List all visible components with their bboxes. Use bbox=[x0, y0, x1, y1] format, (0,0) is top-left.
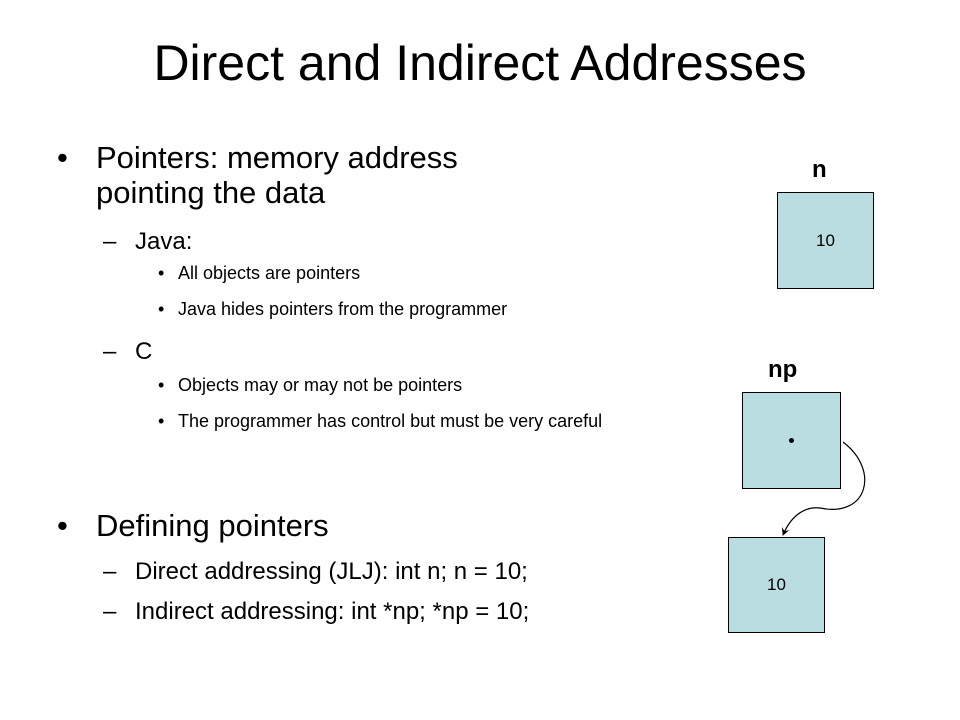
dash-marker: – bbox=[103, 558, 117, 585]
bullet-java-hides: Java hides pointers from the programmer bbox=[178, 299, 508, 319]
target-box: 10 bbox=[728, 537, 825, 633]
bullet-defining: Defining pointers bbox=[96, 508, 329, 543]
bullet-marker: • bbox=[158, 263, 165, 283]
bullet-indirect: Indirect addressing: int *np; *np = 10; bbox=[135, 598, 530, 625]
bullet-c: C bbox=[135, 338, 153, 365]
bullet-direct: Direct addressing (JLJ): int n; n = 10; bbox=[135, 558, 528, 585]
dash-marker: – bbox=[103, 338, 117, 365]
variable-n-box: 10 bbox=[777, 192, 874, 289]
bullet-marker: • bbox=[158, 411, 165, 431]
variable-n-label: n bbox=[812, 156, 827, 183]
slide-title: Direct and Indirect Addresses bbox=[153, 35, 807, 91]
bullet-marker: • bbox=[57, 508, 68, 543]
variable-np-box bbox=[742, 392, 841, 489]
bullet-marker: • bbox=[158, 299, 165, 319]
bullet-marker: • bbox=[158, 375, 165, 395]
bullet-java: Java: bbox=[135, 228, 193, 255]
bullet-marker: • bbox=[57, 140, 68, 175]
dash-marker: – bbox=[103, 598, 117, 625]
variable-np-label: np bbox=[768, 356, 798, 383]
bullet-java-objects: All objects are pointers bbox=[178, 263, 361, 283]
bullet-pointers: Pointers: memory address pointing the da… bbox=[96, 140, 458, 210]
bullet-c-control: The programmer has control but must be v… bbox=[178, 411, 603, 431]
bullet-c-objects: Objects may or may not be pointers bbox=[178, 375, 463, 395]
pointer-dot-icon bbox=[789, 438, 794, 443]
target-value: 10 bbox=[767, 575, 786, 594]
variable-n-value: 10 bbox=[816, 230, 835, 250]
dash-marker: – bbox=[103, 228, 117, 255]
